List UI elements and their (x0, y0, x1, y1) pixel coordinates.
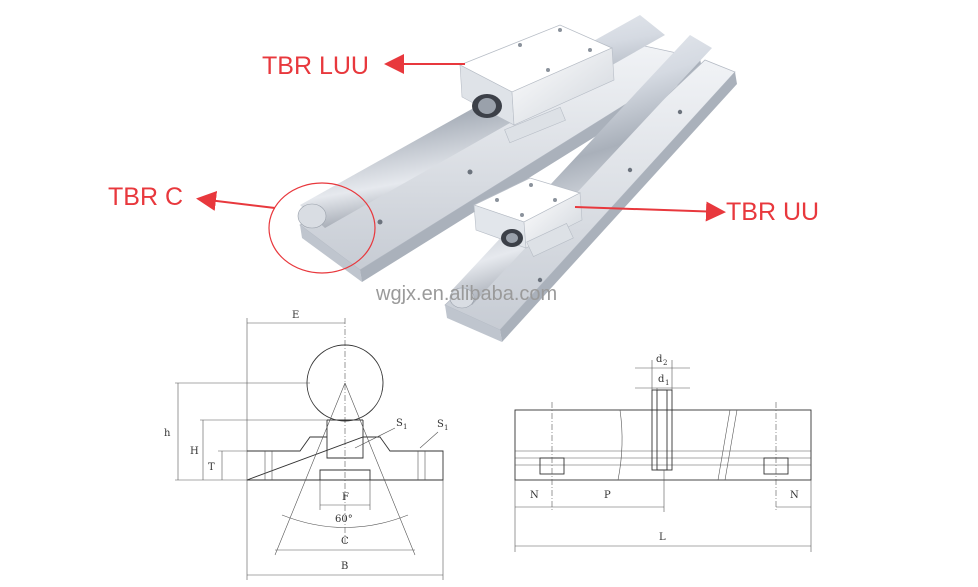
drawing-side-view: d 2 d 1 N P N L (514, 354, 812, 552)
dim-F: F (342, 492, 349, 503)
dim-s1-a: S (396, 418, 403, 429)
dim-H: H (190, 446, 199, 457)
dim-N-right: N (790, 490, 799, 501)
arrow-uu (574, 201, 726, 222)
arrow-c (196, 190, 276, 211)
label-tbr-c: TBR C (108, 183, 183, 211)
dim-d1-sub: 1 (665, 379, 669, 387)
drawing-cross-section: E h H T S 1 S 1 F (164, 310, 448, 580)
dim-d2-sub: 2 (663, 359, 667, 367)
dim-angle: 60° (335, 514, 353, 525)
dim-d2: d (656, 354, 663, 365)
dim-e: E (292, 310, 299, 321)
dim-L: L (659, 532, 666, 543)
uu-block (472, 177, 583, 257)
highlight-circle (268, 182, 376, 274)
dim-s1-b-sub: 1 (444, 424, 448, 432)
watermark: wgjx.en.alibaba.com (375, 283, 557, 305)
dim-B: B (341, 561, 348, 572)
dim-s1-a-sub: 1 (403, 423, 407, 431)
dim-P: P (604, 490, 611, 501)
dim-d1: d (658, 374, 665, 385)
label-tbr-uu: TBR UU (726, 198, 819, 226)
dim-s1-b: S (437, 419, 444, 430)
dim-C: C (341, 536, 349, 547)
label-tbr-luu: TBR LUU (262, 52, 369, 80)
dim-h: h (164, 428, 171, 439)
luu-block (459, 24, 615, 144)
dim-N-left: N (530, 490, 539, 501)
dim-T: T (208, 462, 215, 473)
